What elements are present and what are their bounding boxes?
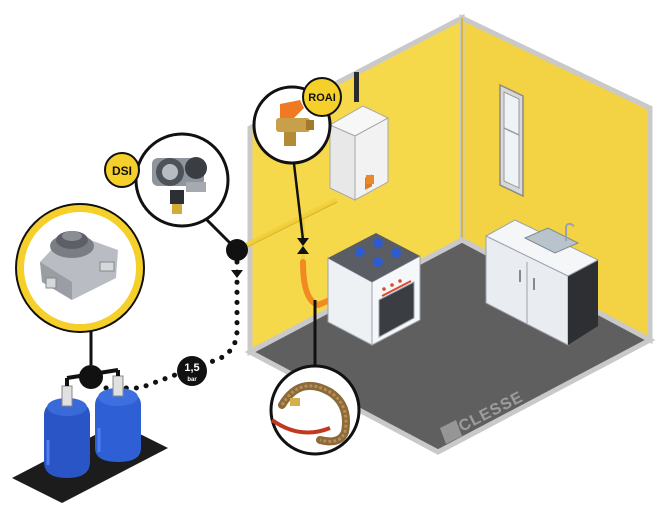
dotted-supply-line <box>102 259 243 391</box>
dsi-badge: DSI <box>104 152 140 188</box>
roai-label: ROAI <box>308 92 336 104</box>
dsi-label: DSI <box>112 164 132 178</box>
gas-cooker-icon <box>327 233 421 346</box>
pressure-unit: bar <box>187 377 197 383</box>
sink-cabinet-icon <box>484 219 600 346</box>
gas-cylinder-icon <box>12 375 168 503</box>
roai-inline-valve <box>297 238 309 254</box>
pressure-badge: 1,5 bar <box>177 356 207 386</box>
roai-badge: ROAI <box>302 77 342 117</box>
dsi-regulator-icon <box>134 132 230 228</box>
pressure-value: 1,5 <box>184 362 199 374</box>
orange-hose <box>300 259 333 309</box>
window-icon <box>499 83 524 198</box>
flexible-hose-icon <box>269 364 361 456</box>
boiler-icon <box>328 72 390 201</box>
regulator-closeup-icon <box>15 203 145 333</box>
